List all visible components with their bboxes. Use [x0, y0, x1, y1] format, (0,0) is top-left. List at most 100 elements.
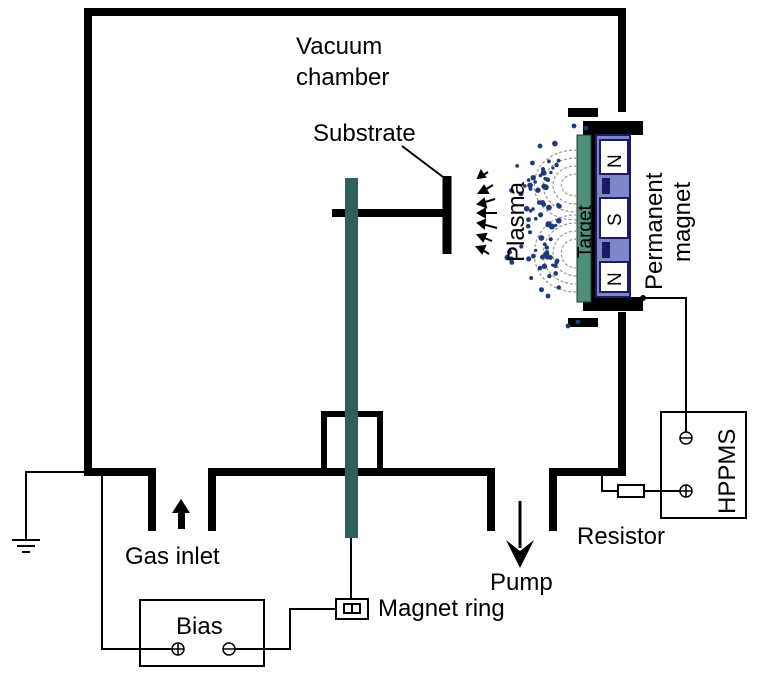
magnet-n-bottom-label: N [605, 272, 626, 286]
magnet-ring-label: Magnet ring [378, 595, 505, 622]
plasma-particle [556, 158, 561, 163]
ground-symbol [12, 471, 88, 553]
plasma-particle [556, 285, 561, 290]
plasma-particle [515, 164, 520, 168]
substrate-rod [345, 178, 358, 538]
hppms-plus-terminal [679, 484, 693, 498]
plasma-particle [543, 176, 548, 181]
plasma-particle [531, 253, 536, 259]
plasma-particle [534, 216, 538, 221]
plasma-particle [544, 245, 549, 250]
plasma-particle [557, 218, 561, 222]
plasma-particle [553, 263, 558, 269]
plasma-particle [538, 235, 545, 241]
plasma-particle [530, 175, 536, 181]
plasma-particle [527, 182, 533, 189]
plasma-particle [551, 166, 555, 170]
plasma-particle [509, 260, 515, 265]
substrate-label: Substrate [313, 120, 416, 147]
permanent-magnet-label-line2: magnet [669, 182, 696, 262]
magnetic-field-lines [533, 149, 578, 293]
plasma-particle [540, 169, 547, 176]
vacuum-chamber-label-line1: Vacuum [296, 33, 382, 60]
magnet-pole-s [599, 197, 629, 239]
magnet-pole-n-top [599, 139, 629, 175]
plasma-particle [575, 319, 581, 325]
resistor-label: Resistor [577, 523, 665, 550]
magnetron-frame-bottom [583, 297, 643, 311]
plasma-particle [547, 221, 552, 226]
magnetron-clamp-top [568, 108, 598, 117]
plasma-particle [541, 183, 547, 189]
plasma-particle [552, 140, 558, 147]
plasma-particle [547, 159, 551, 164]
bias-label: Bias [176, 613, 223, 640]
plasma-particle [541, 263, 548, 269]
pump-arrow [506, 501, 534, 568]
plasma-particle [540, 254, 545, 260]
magnet-s-label: S [605, 213, 626, 226]
magnet-gap-2 [602, 242, 610, 258]
hppms-supply-box [660, 411, 747, 519]
plasma-particle [539, 287, 544, 293]
plasma-particle [554, 162, 559, 168]
plasma-particle [525, 223, 531, 229]
plasma-particle [545, 293, 551, 299]
magnetron-connection-dot [640, 295, 646, 301]
plasma-particle [526, 256, 532, 262]
plasma-particles [504, 123, 589, 329]
bias-wire-right [229, 608, 336, 650]
sputter-arrows [475, 168, 498, 255]
gas-inlet-arrow [172, 499, 190, 529]
bias-supply-box [139, 599, 265, 667]
plasma-particle [557, 203, 562, 209]
plasma-particle [565, 323, 571, 329]
plasma-particle [571, 123, 577, 129]
plasma-particle [509, 188, 514, 193]
plasma-particle [537, 143, 543, 149]
plasma-particle [534, 248, 538, 252]
bias-wire-left [101, 472, 178, 650]
plasma-particle [535, 187, 541, 193]
plasma-particle [530, 160, 535, 166]
plasma-particle [526, 217, 531, 223]
resistor-symbol [617, 484, 645, 498]
plasma-particle [583, 125, 589, 131]
hppms-label: HPPMS [714, 429, 741, 514]
hppms-wire-top [643, 297, 687, 438]
hppms-minus-terminal [679, 431, 693, 445]
gas-inlet-label: Gas inlet [125, 543, 220, 570]
plasma-particle [546, 204, 552, 211]
plasma-particle [507, 249, 512, 255]
vacuum-chamber-label-line2: chamber [296, 64, 389, 91]
substrate-leader-line [401, 145, 452, 184]
magnet-gap-1 [602, 178, 610, 194]
plasma-particle [533, 180, 537, 184]
plasma-label: Plasma [503, 181, 530, 262]
plasma-particle [519, 244, 524, 249]
pump-label: Pump [490, 569, 553, 596]
plasma-particle [528, 186, 533, 191]
magnetron-clamp-bottom [568, 318, 598, 327]
plasma-particle [528, 209, 533, 213]
magnet-n-top-label: N [605, 154, 626, 168]
plasma-particle [523, 184, 527, 188]
plasma-particle [542, 242, 547, 247]
plasma-particle [549, 170, 553, 175]
magnet-pole-n-bottom [599, 261, 629, 293]
permanent-magnet-label-line1: Permanent [641, 172, 668, 290]
hppms-wire-bottom [601, 472, 618, 492]
plasma-particle [526, 178, 531, 182]
plasma-particle [543, 251, 550, 258]
plasma-particle [537, 265, 543, 271]
plasma-particle [528, 230, 532, 235]
plasma-particle [554, 223, 558, 227]
plasma-particle [523, 205, 530, 212]
magnetron-frame-top [583, 121, 643, 135]
target-plate [576, 134, 592, 303]
plasma-particle [540, 200, 546, 206]
plasma-particle [518, 191, 524, 197]
plasma-particle [538, 212, 544, 218]
bias-plus-terminal [171, 642, 185, 656]
